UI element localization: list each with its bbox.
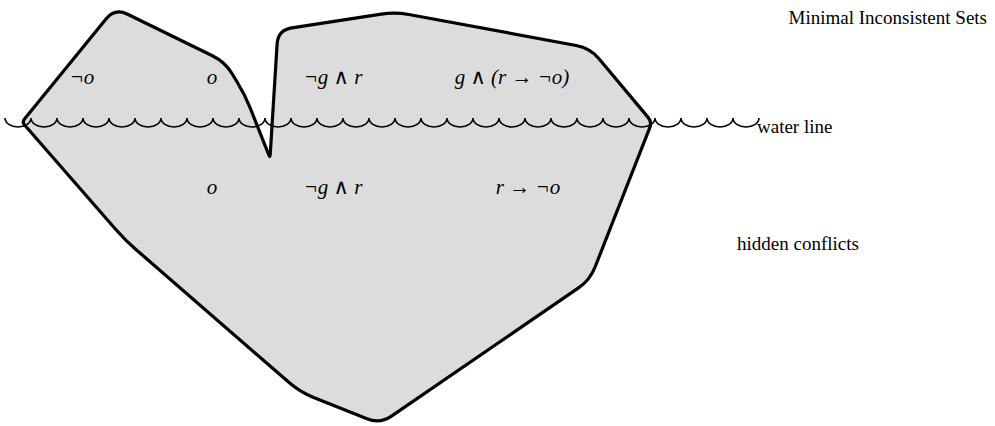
formula: g ∧ (r → ¬o) (455, 66, 570, 89)
formula: ¬g ∧ r (304, 176, 363, 199)
formula: ¬o (70, 66, 95, 89)
annotation-label: Minimal Inconsistent Sets (789, 8, 987, 29)
formula: o (207, 66, 218, 89)
annotation-label: hidden conflicts (737, 234, 859, 255)
iceberg-outline (0, 0, 680, 426)
iceberg-shape (23, 12, 650, 421)
formula: r → ¬o (496, 176, 560, 199)
annotation-label: water line (757, 117, 832, 138)
iceberg-region: ¬o o ¬g ∧ r g ∧ (r → ¬o) o ¬g ∧ r r → ¬o (0, 0, 680, 426)
formula: o (207, 176, 218, 199)
formula: ¬g ∧ r (304, 66, 363, 89)
